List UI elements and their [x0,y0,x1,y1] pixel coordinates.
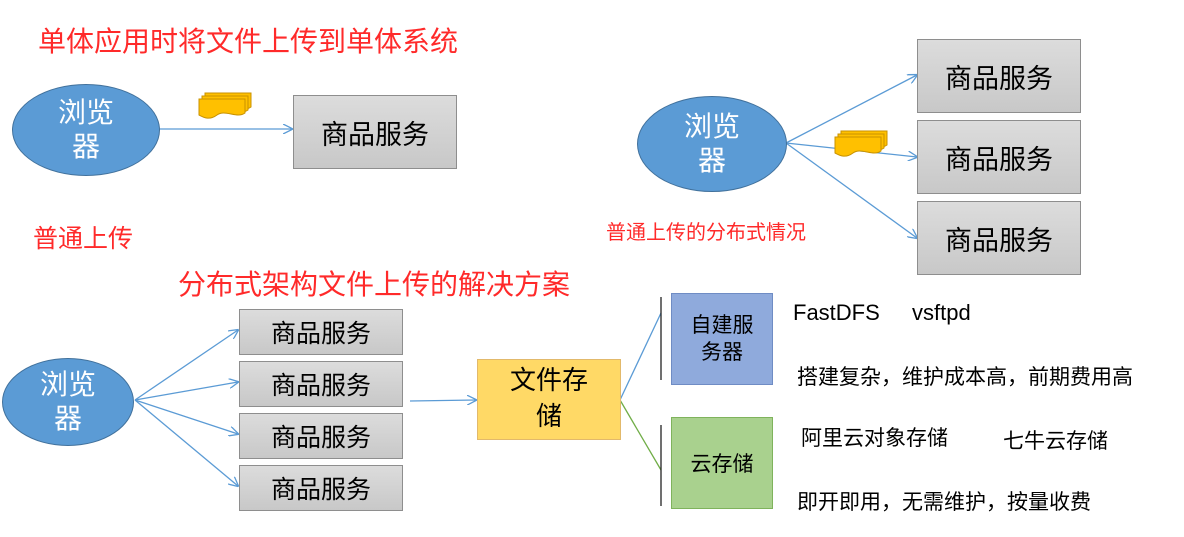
file-stack-icon [198,92,252,119]
service-label: 商品服务 [270,319,371,348]
service-label: 商品服务 [270,423,371,452]
self-built-server-node: 自建服务器 [671,293,773,385]
file-storage-label: 文件存储 [509,366,588,432]
branch-to-self-built [619,312,662,401]
browser-node-distributed: 浏览器 [637,96,787,192]
service-label: 商品服务 [945,144,1053,176]
service-node-3: 商品服务 [917,201,1081,275]
branch-to-cloud [619,399,662,471]
service-label: 商品服务 [270,475,371,504]
solution-service-3: 商品服务 [239,413,403,459]
service-node: 商品服务 [293,95,457,169]
cloud-note: 即开即用，无需维护，按量收费 [797,490,1091,514]
self-built-note: 搭建复杂，维护成本高，前期费用高 [797,365,1133,389]
solution-service-2: 商品服务 [239,361,403,407]
arrow-to-svc-b [134,382,238,401]
cloud-storage-label: 云存储 [690,452,754,476]
browser-node-solution: 浏览器 [2,358,134,446]
service-label: 商品服务 [945,63,1053,95]
service-label: 商品服务 [945,225,1053,257]
single-app-title: 单体应用时将文件上传到单体系统 [38,25,459,58]
normal-upload-caption: 普通上传 [33,224,134,253]
arrow-to-service-1 [785,75,917,144]
browser-node: 浏览器 [12,84,160,176]
file-stack-icon [834,130,888,157]
service-label: 商品服务 [321,119,429,151]
file-storage-node: 文件存储 [477,359,621,440]
distributed-upload-caption: 普通上传的分布式情况 [606,220,806,244]
self-built-label: 自建服务器 [690,312,754,364]
fastdfs-text: FastDFS [793,300,880,325]
arrow-to-svc-c [134,399,238,434]
aliyun-oss-text: 阿里云对象存储 [801,426,948,450]
browser-label: 浏览器 [683,110,740,177]
vsftpd-text: vsftpd [912,300,971,325]
arrow-to-svc-d [134,399,238,486]
browser-label: 浏览器 [57,96,114,163]
arrow-to-service-3 [785,142,917,238]
arrow-to-storage [409,400,476,401]
service-node-2: 商品服务 [917,120,1081,194]
solution-service-1: 商品服务 [239,309,403,355]
service-node-1: 商品服务 [917,39,1081,113]
qiniu-text: 七牛云存储 [1003,429,1108,453]
cloud-storage-node: 云存储 [671,417,773,509]
service-label: 商品服务 [270,371,371,400]
solution-title: 分布式架构文件上传的解决方案 [178,268,571,301]
arrow-to-svc-a [134,330,238,401]
solution-service-4: 商品服务 [239,465,403,511]
browser-label: 浏览器 [39,368,96,435]
